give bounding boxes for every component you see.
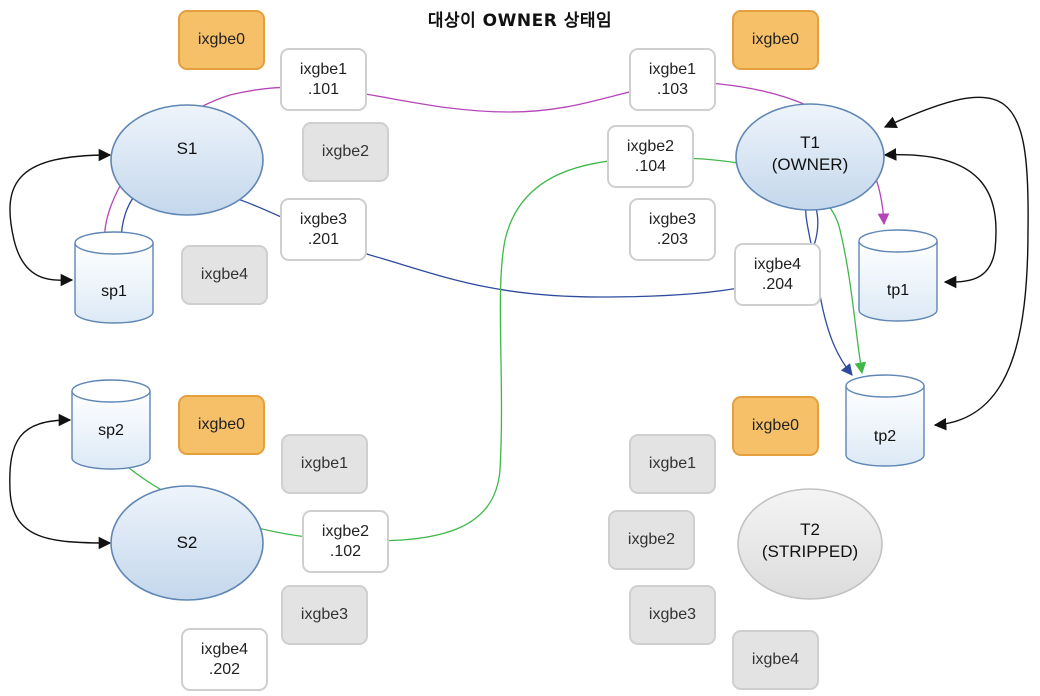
adapter-name: ixgbe1 [648, 455, 697, 472]
t2-adapter-ixgbe4[interactable]: ixgbe4 [732, 630, 819, 690]
pool-sp1-cylinder[interactable] [74, 231, 154, 324]
adapter-name: ixgbe4 [200, 640, 249, 658]
s2-adapter-ixgbe0[interactable]: ixgbe0 [178, 395, 265, 455]
t1-adapter-ixgbe3[interactable]: ixgbe3 .203 [629, 198, 716, 261]
s1-adapter-ixgbe0[interactable]: ixgbe0 [178, 10, 265, 70]
s1-adapter-ixgbe4[interactable]: ixgbe4 [181, 245, 268, 305]
node-t2[interactable] [737, 488, 883, 600]
adapter-address: .103 [656, 80, 689, 98]
t1-adapter-ixgbe2[interactable]: ixgbe2 .104 [607, 125, 694, 188]
adapter-name: ixgbe0 [751, 31, 800, 48]
adapter-address: .204 [761, 275, 794, 293]
s2-adapter-ixgbe3[interactable]: ixgbe3 [281, 585, 368, 645]
t1-adapter-ixgbe4[interactable]: ixgbe4 .204 [734, 243, 821, 306]
s1-sp1-connector [9, 148, 112, 287]
adapter-name: ixgbe3 [299, 210, 348, 228]
s1-adapter-ixgbe2[interactable]: ixgbe2 [302, 122, 389, 182]
adapter-address: .101 [307, 80, 340, 98]
s2-adapter-ixgbe1[interactable]: ixgbe1 [281, 434, 368, 494]
t1-adapter-ixgbe1[interactable]: ixgbe1 .103 [629, 48, 716, 111]
pool-sp1-label: sp1 [101, 283, 127, 300]
green-link [116, 157, 867, 542]
adapter-address: .104 [634, 157, 667, 175]
t2-adapter-ixgbe0[interactable]: ixgbe0 [732, 396, 819, 456]
pool-tp1-cylinder[interactable] [858, 229, 938, 322]
s2-adapter-ixgbe4[interactable]: ixgbe4 .202 [181, 628, 268, 691]
s2-adapter-ixgbe2[interactable]: ixgbe2 .102 [302, 510, 389, 573]
adapter-name: ixgbe4 [753, 255, 802, 273]
t2-adapter-ixgbe3[interactable]: ixgbe3 [629, 585, 716, 645]
adapter-name: ixgbe2 [627, 531, 676, 548]
adapter-name: ixgbe1 [648, 60, 697, 78]
adapter-name: ixgbe0 [751, 417, 800, 434]
node-t1[interactable] [735, 103, 885, 211]
node-s2[interactable] [110, 485, 264, 601]
t1-tp2-connector [883, 96, 1029, 431]
s2-sp2-connector [9, 413, 112, 550]
adapter-name: ixgbe2 [321, 522, 370, 540]
adapter-name: ixgbe3 [648, 210, 697, 228]
adapter-address: .102 [329, 542, 362, 560]
pool-sp2-label: sp2 [98, 422, 124, 439]
s1-adapter-ixgbe1[interactable]: ixgbe1 .101 [280, 48, 367, 111]
adapter-name: ixgbe1 [299, 60, 348, 78]
adapter-name: ixgbe2 [626, 137, 675, 155]
t2-adapter-ixgbe2[interactable]: ixgbe2 [608, 510, 695, 570]
adapter-name: ixgbe0 [197, 31, 246, 48]
adapter-name: ixgbe2 [321, 143, 370, 160]
node-s1[interactable] [110, 104, 264, 216]
adapter-address: .202 [208, 660, 241, 678]
s1-adapter-ixgbe3[interactable]: ixgbe3 .201 [280, 198, 367, 261]
diagram-title: 대상이 OWNER 상태임 [427, 11, 613, 31]
adapter-name: ixgbe4 [751, 651, 800, 668]
adapter-name: ixgbe3 [300, 606, 349, 623]
adapter-address: .203 [656, 230, 689, 248]
pool-tp2-label: tp2 [873, 428, 897, 445]
pool-sp2-cylinder[interactable] [71, 379, 151, 470]
adapter-name: ixgbe0 [197, 416, 246, 433]
adapter-name: ixgbe3 [648, 606, 697, 623]
pool-tp1-label: tp1 [886, 282, 910, 299]
adapter-address: .201 [307, 230, 340, 248]
t1-adapter-ixgbe0[interactable]: ixgbe0 [732, 10, 819, 70]
pool-tp2-cylinder[interactable] [845, 374, 925, 467]
adapter-name: ixgbe4 [200, 266, 249, 283]
t2-adapter-ixgbe1[interactable]: ixgbe1 [629, 434, 716, 494]
adapter-name: ixgbe1 [300, 455, 349, 472]
